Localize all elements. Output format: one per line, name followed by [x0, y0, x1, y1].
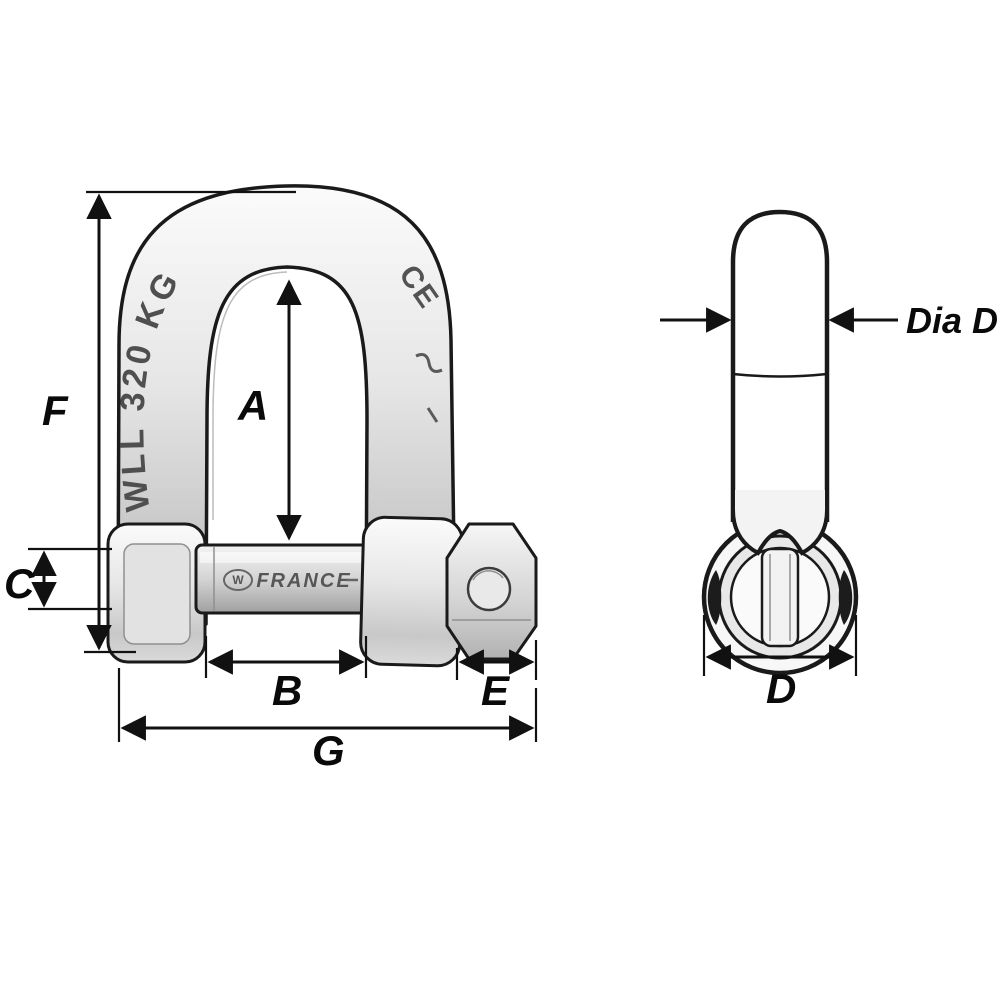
pin-origin-stamp: FRANCE	[256, 570, 351, 592]
dim-G: G	[117, 668, 538, 774]
dimensions-front: F A C B E G	[4, 190, 538, 774]
dim-label-A: A	[237, 382, 268, 429]
side-view	[701, 209, 859, 676]
engraving-squiggle	[415, 353, 443, 373]
dim-label-E: E	[481, 667, 511, 714]
pin-highlight	[200, 552, 372, 563]
dim-E: E	[455, 640, 538, 714]
dim-dia-d: Dia D	[660, 300, 998, 341]
left-lug-socket	[123, 543, 191, 645]
side-bar	[730, 209, 830, 522]
engraving-dash	[426, 407, 439, 423]
eye-dark-crescent-left	[707, 570, 722, 625]
pin-logo-oval	[223, 569, 253, 591]
dim-label-D: D	[766, 665, 796, 712]
shackle-bow	[116, 184, 457, 626]
dim-label-B: B	[272, 667, 302, 714]
pin-head-hole-shadow	[472, 570, 504, 581]
eye-pin-slot	[760, 547, 800, 648]
eye-dark-crescent-right	[838, 570, 853, 625]
dim-D: D	[702, 615, 858, 712]
side-fork-outline	[731, 490, 829, 556]
dim-label-dia-d: Dia D	[906, 300, 998, 341]
pin-logo-letter: W	[232, 573, 244, 587]
dim-C: C	[4, 547, 112, 611]
side-bar-joint-line	[732, 372, 828, 378]
dim-label-G: G	[312, 727, 345, 774]
pin-head-hole	[466, 566, 512, 612]
dim-A: A	[237, 279, 302, 541]
shackle-pin: W FRANCE	[194, 543, 378, 615]
pin-head	[445, 522, 538, 661]
front-view: WLL 320 KG CE W FRANCE	[106, 184, 538, 668]
inner-arch-shadow	[212, 271, 288, 520]
dim-label-F: F	[42, 387, 69, 434]
side-eye	[701, 518, 859, 676]
dim-label-C: C	[4, 560, 35, 607]
dim-F: F	[42, 190, 296, 654]
dim-B: B	[204, 636, 368, 714]
dimensions-side: Dia D D	[660, 300, 998, 712]
side-fork-fill	[733, 490, 827, 553]
